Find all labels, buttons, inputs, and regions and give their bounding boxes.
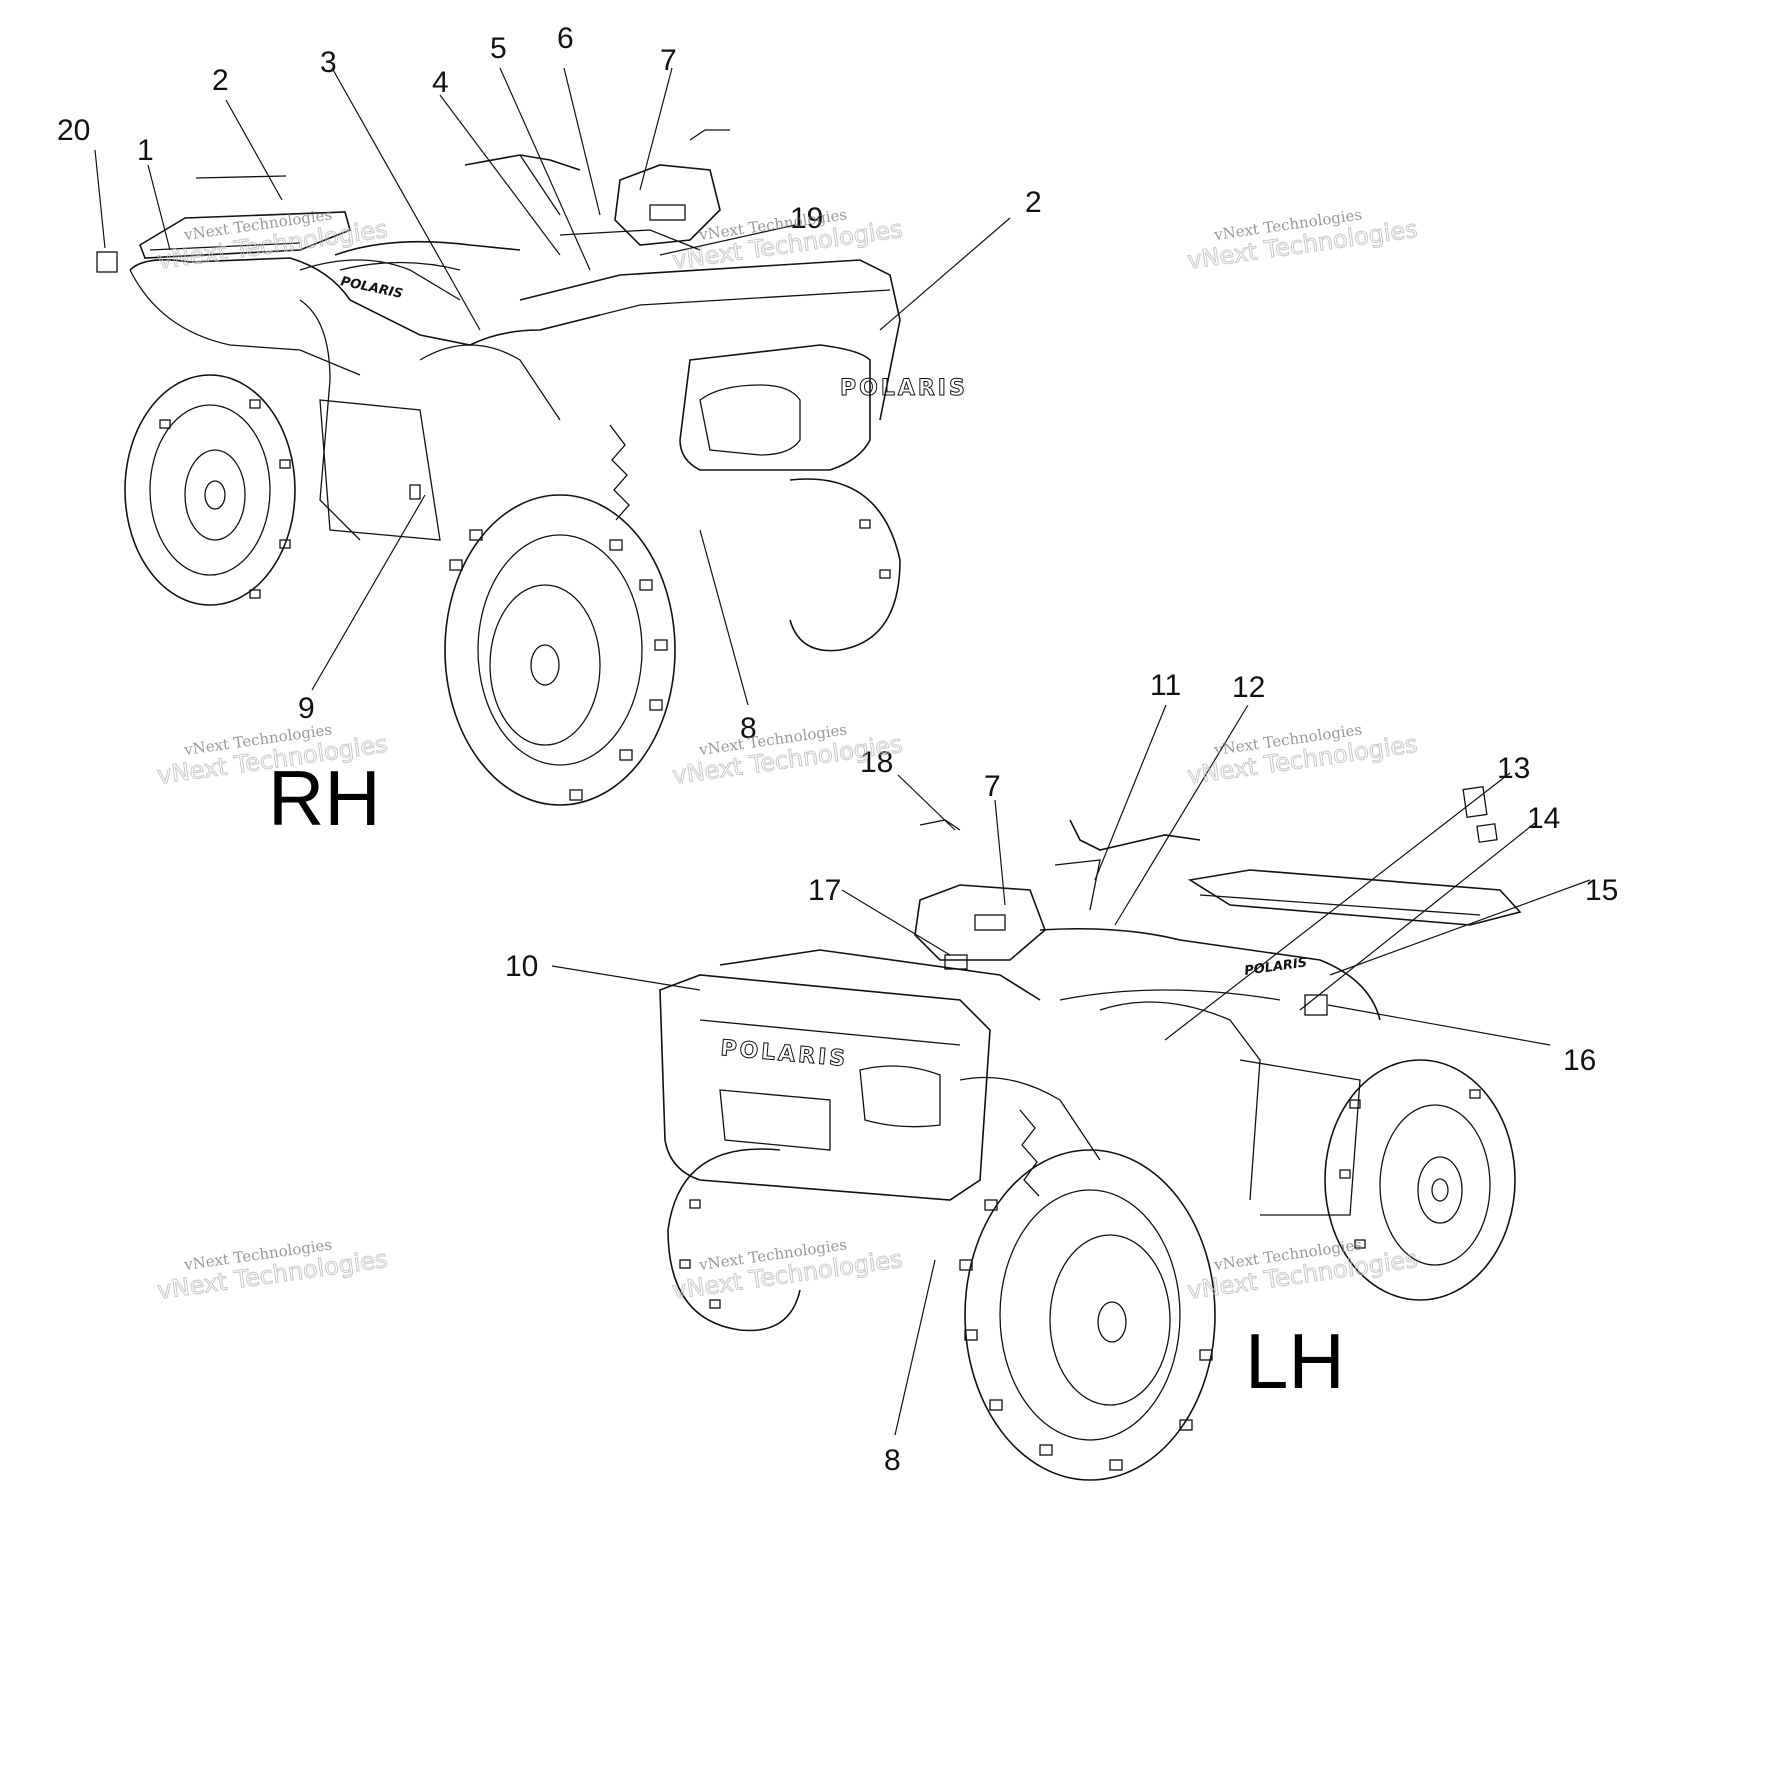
lh-decal-14 bbox=[1476, 823, 1498, 843]
watermarks: vNext Technologies vNext Technologies vN… bbox=[155, 205, 1420, 1305]
lh-callout-17: 17 bbox=[808, 874, 841, 907]
rh-callout-19: 19 bbox=[790, 202, 823, 235]
rh-callout-1: 1 bbox=[137, 134, 154, 167]
rh-grille-brand: POLARIS bbox=[840, 376, 968, 401]
rh-decal-20 bbox=[96, 251, 118, 273]
rh-callout-20: 20 bbox=[57, 114, 90, 147]
rh-callout-3: 3 bbox=[320, 46, 337, 79]
rh-leaders bbox=[94, 67, 1011, 706]
atv-rh-view: POLARIS POLARIS bbox=[96, 129, 968, 806]
lh-decal-13 bbox=[1462, 786, 1488, 818]
lh-leaders bbox=[551, 704, 1591, 1436]
lh-callout-8: 8 bbox=[884, 1444, 901, 1477]
lh-callout-13: 13 bbox=[1497, 752, 1530, 785]
rh-callout-4: 4 bbox=[432, 66, 449, 99]
atv-lh-view: POLARIS POLARIS bbox=[659, 786, 1522, 1481]
rh-view-label: RH bbox=[268, 754, 381, 842]
lh-callout-11: 11 bbox=[1150, 669, 1181, 702]
lh-side-brand: POLARIS bbox=[1243, 955, 1308, 979]
lh-decal-16 bbox=[1304, 994, 1328, 1016]
lh-grille-brand: POLARIS bbox=[719, 1036, 849, 1072]
lh-callout-18: 18 bbox=[860, 746, 893, 779]
lh-callouts: 18 7 17 10 11 12 13 14 15 16 8 bbox=[505, 669, 1618, 1477]
rh-callout-2: 2 bbox=[212, 64, 229, 97]
rh-callout-7: 7 bbox=[660, 44, 677, 77]
lh-callout-16: 16 bbox=[1563, 1044, 1596, 1077]
lh-callout-14: 14 bbox=[1527, 802, 1560, 835]
rh-callout-2b: 2 bbox=[1025, 186, 1042, 219]
lh-callout-12: 12 bbox=[1232, 671, 1265, 704]
rh-callout-5: 5 bbox=[490, 32, 507, 65]
lh-callout-10: 10 bbox=[505, 950, 538, 983]
lh-callout-7: 7 bbox=[984, 770, 1001, 803]
rh-callout-9: 9 bbox=[298, 692, 315, 725]
lh-callout-15: 15 bbox=[1585, 874, 1618, 907]
rh-callout-6: 6 bbox=[557, 22, 574, 55]
rh-callout-8: 8 bbox=[740, 712, 757, 745]
lh-view-label: LH bbox=[1245, 1317, 1345, 1405]
rh-callouts: 20 1 2 3 4 5 6 7 19 2 9 8 bbox=[57, 22, 1042, 745]
